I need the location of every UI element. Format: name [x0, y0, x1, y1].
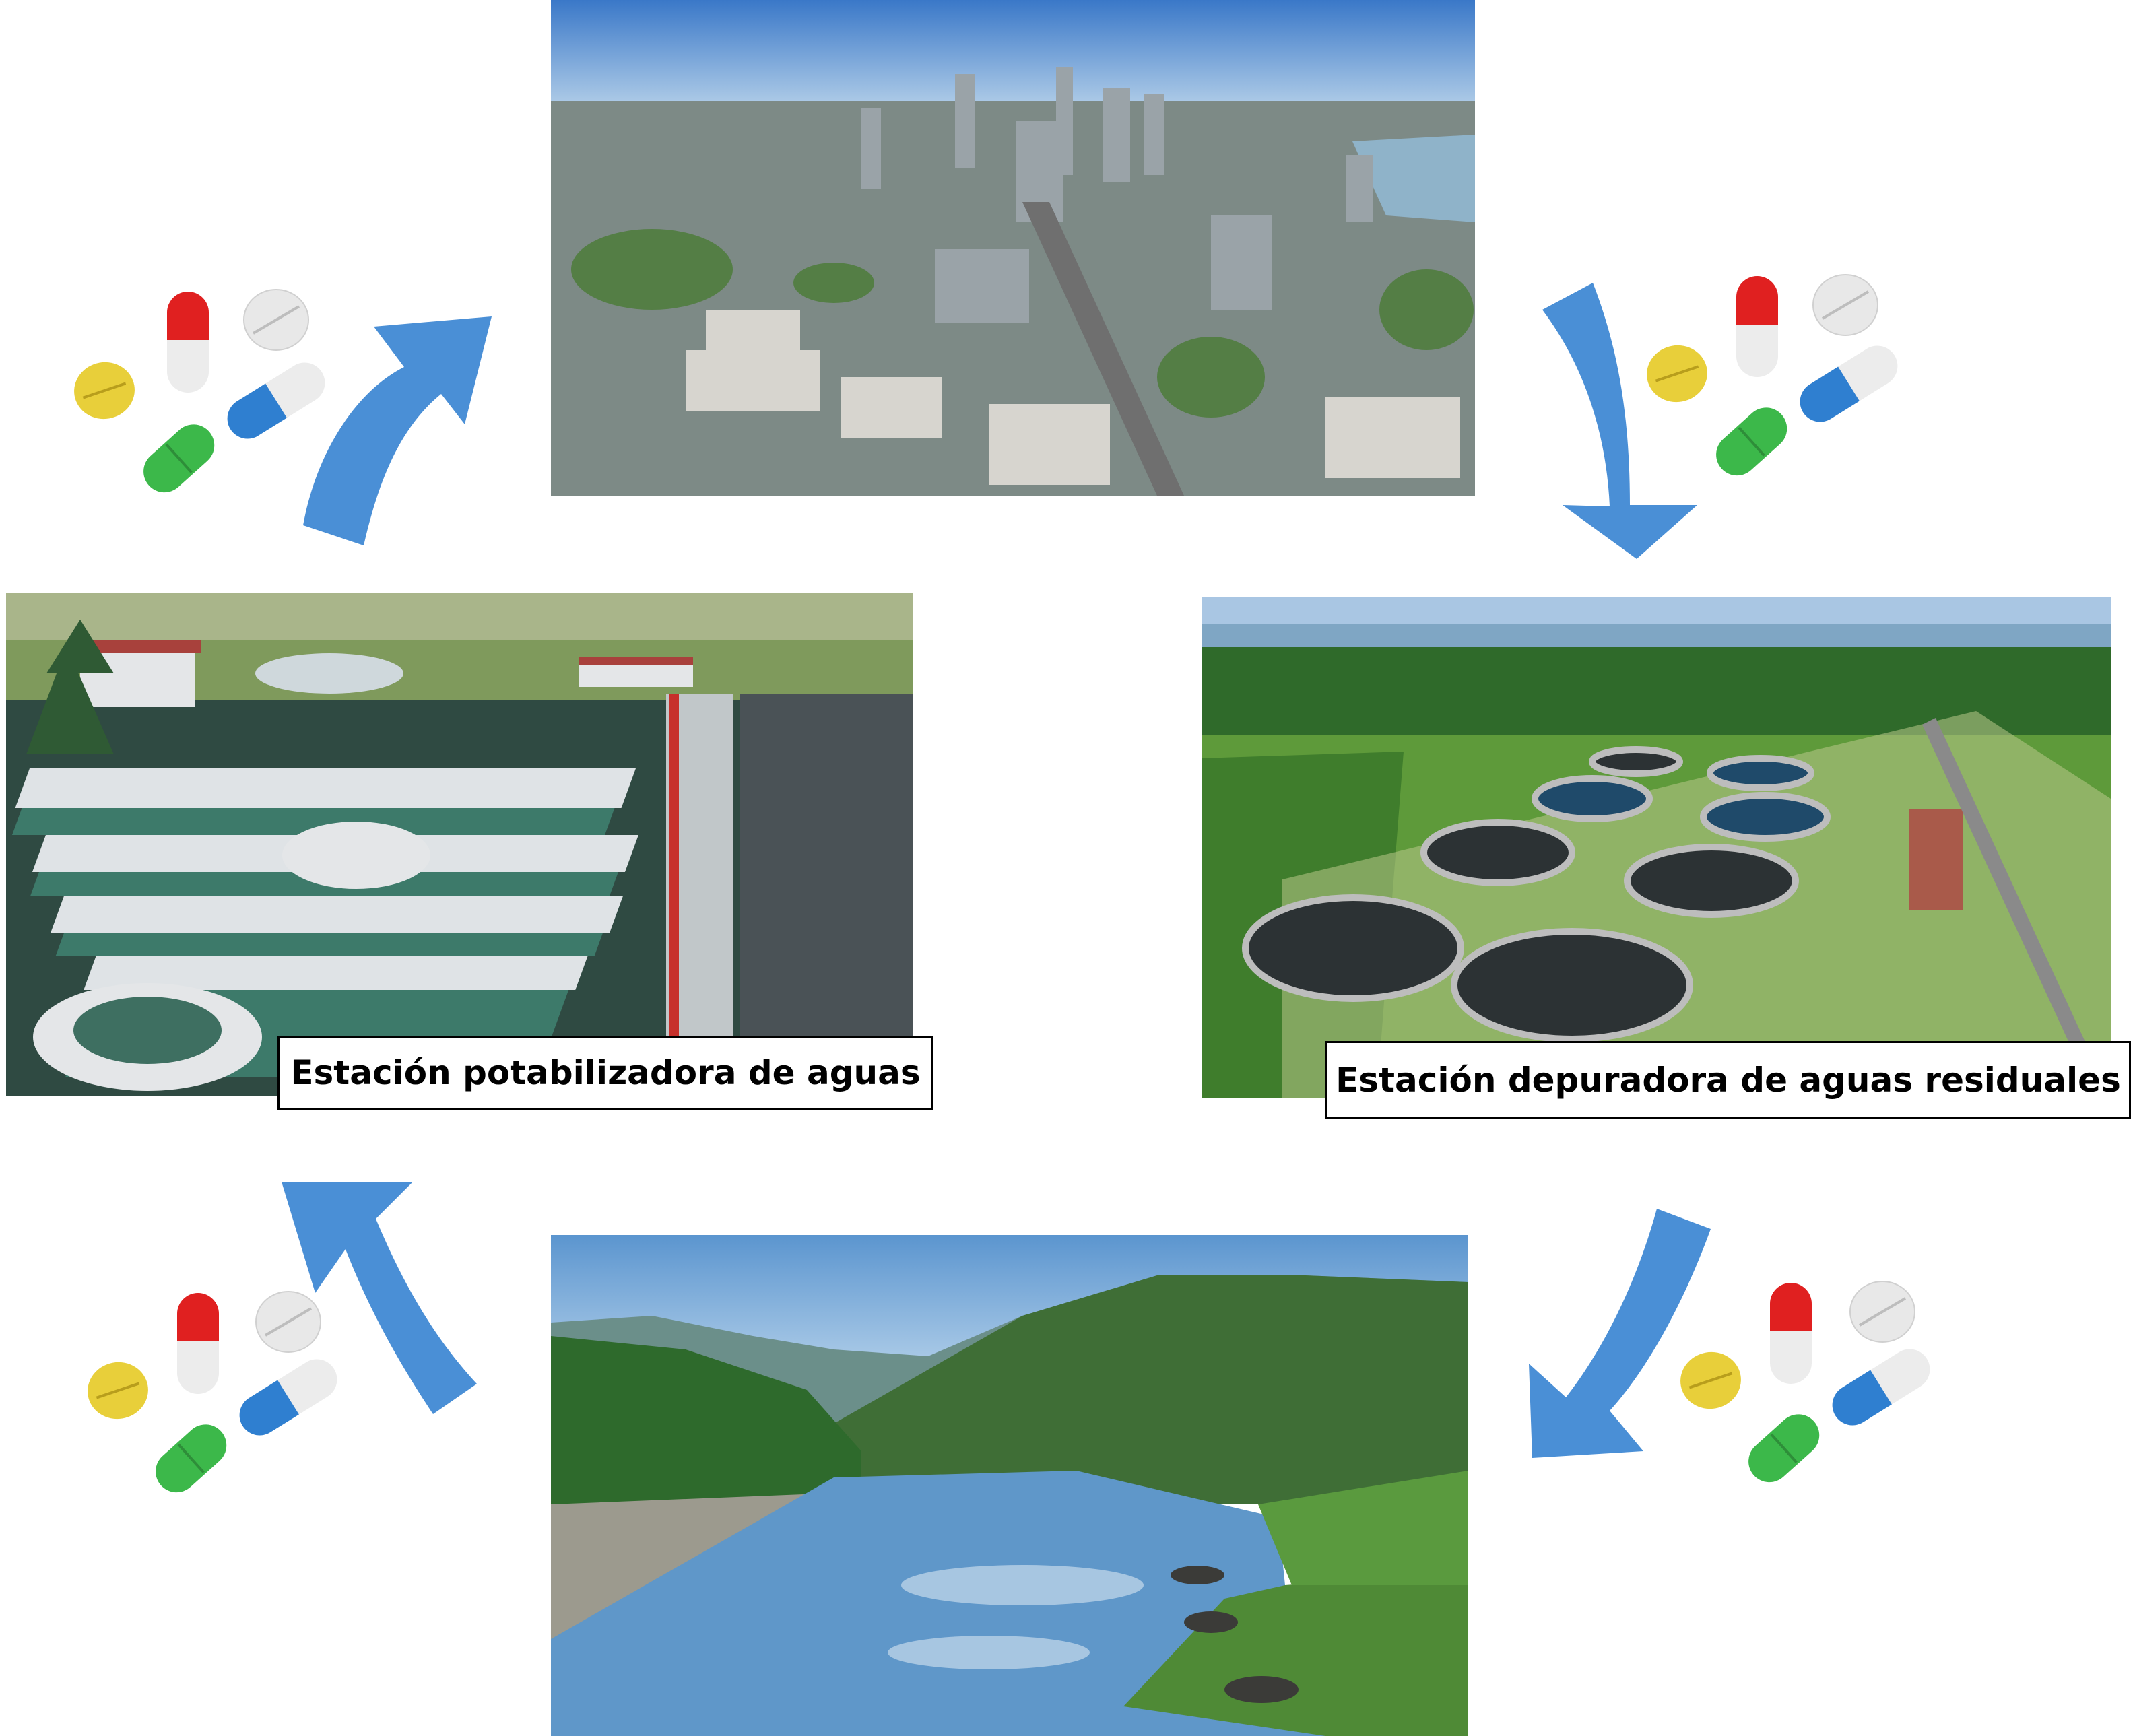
wastewater-treatment-caption: Estación depuradora de aguas residuales	[1325, 1041, 2131, 1119]
water-treatment-plant-photo	[6, 593, 913, 1096]
river-photo	[551, 1235, 1468, 1736]
pills-group-top-right-icon	[1643, 273, 1926, 488]
water-treatment-caption: Estación potabilizadora de aguas	[277, 1036, 933, 1110]
pills-group-top-left-icon	[74, 286, 357, 502]
city-photo	[551, 0, 1475, 496]
wastewater-plant-photo	[1202, 597, 2111, 1098]
pills-group-bottom-left-icon	[86, 1290, 369, 1505]
pills-group-bottom-right-icon	[1679, 1279, 1962, 1495]
